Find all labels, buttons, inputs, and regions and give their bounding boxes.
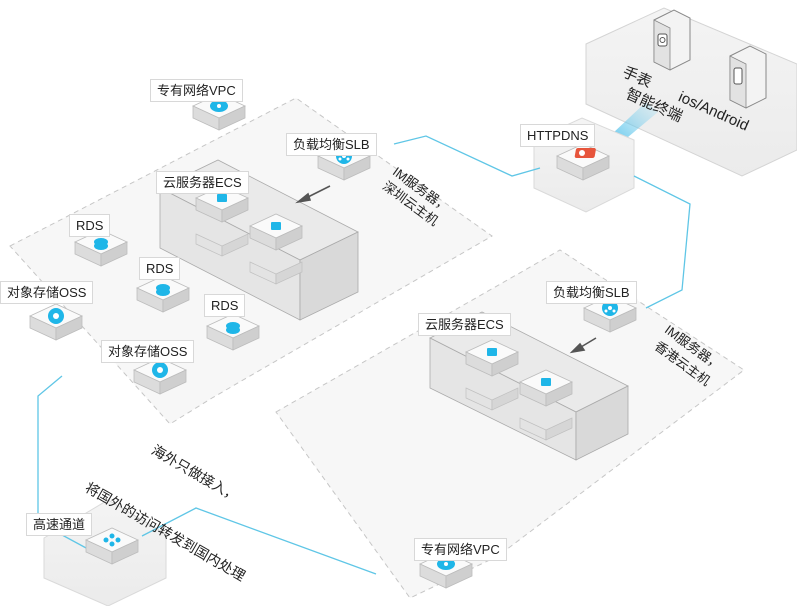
oss-1-icon	[29, 303, 83, 341]
ecs-top-1b-icon	[195, 233, 249, 257]
express-icon	[85, 527, 139, 565]
ecs-top-2-icon	[249, 213, 303, 251]
flow-lines	[37, 135, 691, 575]
vpc-bottom-icon	[419, 551, 473, 589]
slb-bottom-icon	[583, 295, 637, 333]
rds-2-label: RDS	[139, 257, 181, 280]
ecs-bottom-2b-icon	[519, 417, 573, 441]
vpc-top-label: 专有网络VPC	[150, 79, 243, 102]
ecs-top-1-icon	[195, 185, 249, 223]
phone-icon	[729, 45, 767, 109]
oss-1-label: 对象存储OSS	[0, 281, 94, 304]
slb-bottom-label: 负载均衡SLB	[546, 281, 637, 304]
rds-2-icon	[136, 275, 190, 313]
ecs-bottom-1-icon	[465, 339, 519, 377]
httpdns-label: HTTPDNS	[520, 124, 596, 147]
express-label: 高速通道	[26, 513, 93, 536]
ecs-bottom-1b-icon	[465, 387, 519, 411]
httpdns-node	[556, 143, 610, 181]
vpc-top-icon	[192, 93, 246, 131]
watch-icon	[653, 9, 691, 71]
ecs-top-2b-icon	[249, 261, 303, 285]
rds-1-icon	[74, 229, 128, 267]
slb-top-label: 负载均衡SLB	[286, 133, 377, 156]
vpc-bottom-label: 专有网络VPC	[414, 538, 507, 561]
rds-1-label: RDS	[69, 214, 111, 237]
ecs-bottom-2-icon	[519, 369, 573, 407]
ecs-bottom-label: 云服务器ECS	[418, 313, 511, 336]
oss-2-icon	[133, 357, 187, 395]
rds-3-label: RDS	[204, 294, 246, 317]
oss-2-label: 对象存储OSS	[101, 340, 195, 363]
rds-3-icon	[206, 313, 260, 351]
slb-to-ecs-arrows	[295, 185, 597, 354]
ecs-top-label: 云服务器ECS	[156, 171, 249, 194]
